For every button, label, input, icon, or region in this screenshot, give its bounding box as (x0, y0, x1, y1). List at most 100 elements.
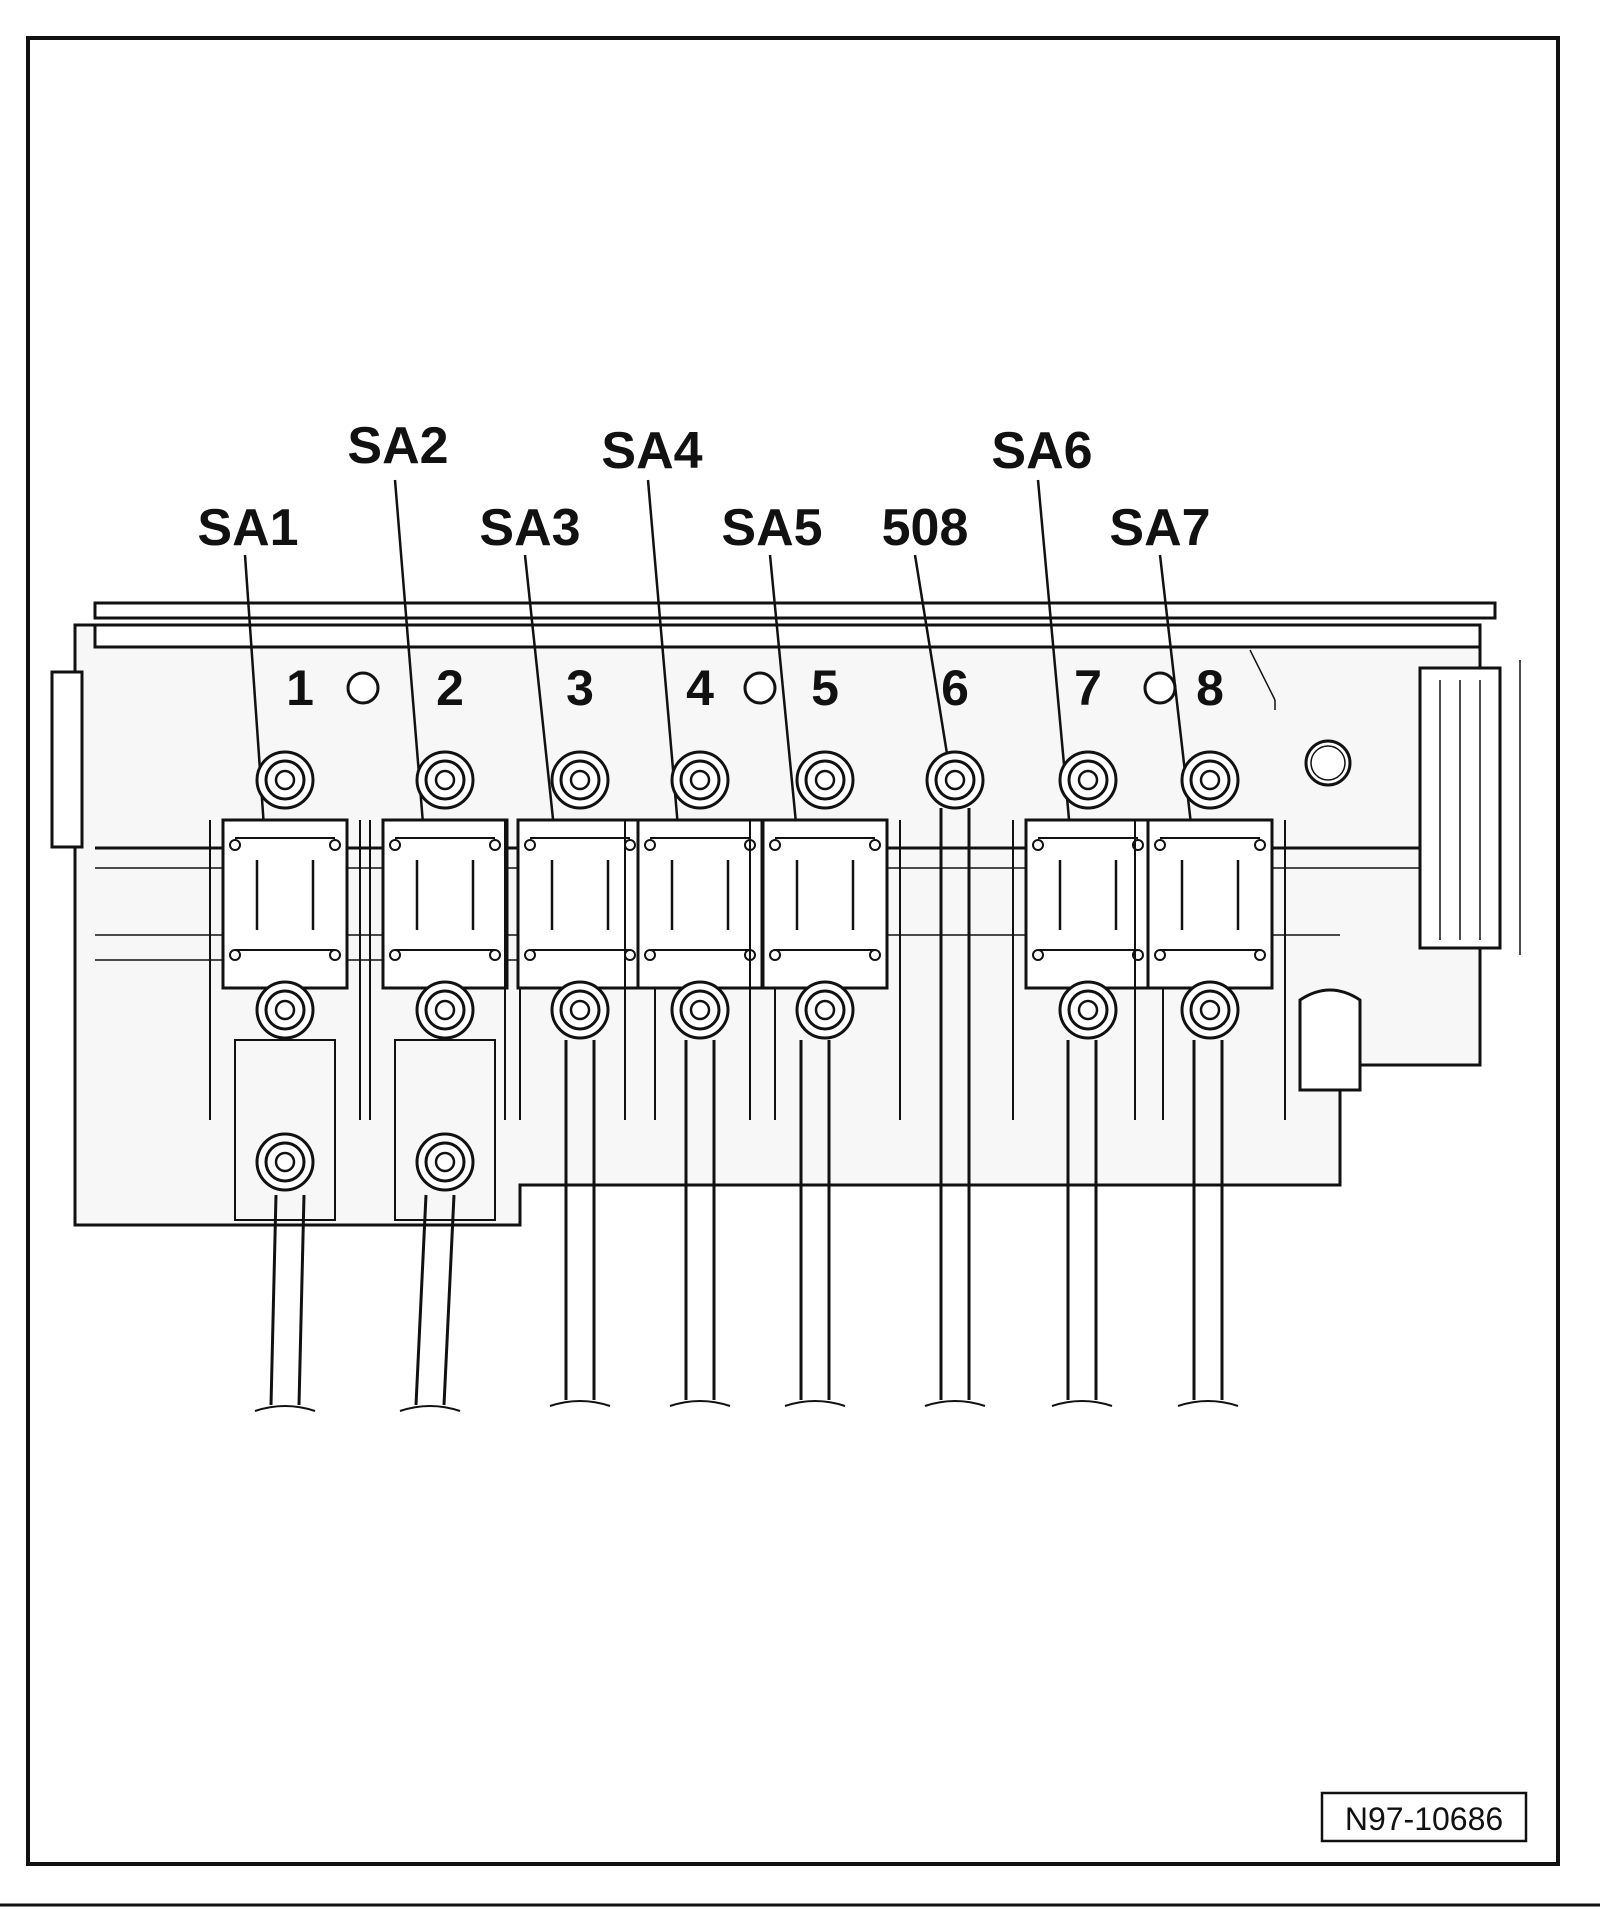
fuse-strip-1 (221, 818, 349, 990)
rivet-icon (229, 839, 241, 851)
callout-label-sa3: SA3 (479, 499, 580, 557)
fuse-link-1 (255, 860, 315, 930)
screw-icon (346, 671, 380, 705)
terminal-bottom-3-icon-ring (559, 989, 601, 1031)
callout-label-sa4: SA4 (601, 422, 702, 480)
terminal-top-4-icon-hole (689, 769, 711, 791)
callout-label-sa7: SA7 (1109, 499, 1210, 557)
callout-label-sa2: SA2 (347, 417, 448, 475)
terminal-bottom-1-icon-ring (264, 989, 306, 1031)
terminal-bottom-4-icon-hole (689, 999, 711, 1021)
fuse-strip-2 (381, 818, 509, 990)
screw-icon (743, 671, 777, 705)
rivet-icon (769, 949, 781, 961)
fuse-strips (209, 750, 1286, 1412)
terminal-bottom-4-icon-ring (679, 989, 721, 1031)
terminal-bottom-7-icon-hole (1077, 999, 1099, 1021)
cable-2-edge (442, 1194, 456, 1406)
rivet-icon (644, 839, 656, 851)
terminal-bottom-2-icon-ring (424, 989, 466, 1031)
fuse-link-4 (670, 860, 730, 930)
slot-number-7: 7 (1074, 660, 1102, 716)
terminal-top-7-icon-ring (1067, 759, 1109, 801)
fuse-link-5 (795, 860, 855, 930)
cable-3-cut (549, 1400, 611, 1407)
rivet-icon (1032, 839, 1044, 851)
terminal-top-7-icon-hole (1077, 769, 1099, 791)
terminal-bottom-8-icon-ring (1189, 989, 1231, 1031)
terminal-top-8-icon-ring (1189, 759, 1231, 801)
fuse-link-3 (550, 860, 610, 930)
terminal-bottom-5-icon-hole (814, 999, 836, 1021)
cable-5-cut (784, 1400, 846, 1407)
rivet-icon (1032, 949, 1044, 961)
cable-1-edge (297, 1194, 306, 1406)
terminal-lower-1-icon-hole (274, 1151, 296, 1173)
terminal-top-2-icon-ring (424, 759, 466, 801)
slot-number-1: 1 (286, 660, 314, 716)
cable-7-cut (1051, 1400, 1113, 1407)
terminal-lower-1-icon-ring (264, 1141, 306, 1183)
terminal-top-5-icon-hole (814, 769, 836, 791)
terminal-bottom-5-icon-ring (804, 989, 846, 1031)
terminal-top-5-icon-ring (804, 759, 846, 801)
callout-labels: SA1 SA2 SA3 SA4 SA5 508 SA6 SA7 (197, 417, 1210, 557)
rivet-icon (489, 949, 501, 961)
cable-8-cut (1177, 1400, 1239, 1407)
cable-4-cut (669, 1400, 731, 1407)
screw-icon (1143, 671, 1177, 705)
rivet-icon (229, 949, 241, 961)
cable-1 (269, 1194, 278, 1406)
terminal-bottom-1-icon-hole (274, 999, 296, 1021)
slot-number-2: 2 (436, 660, 464, 716)
terminal-lower-2-icon-ring (424, 1141, 466, 1183)
figure-id-box (1320, 1791, 1528, 1843)
rivet-icon (389, 949, 401, 961)
terminal-top-6-icon-ring (934, 759, 976, 801)
rivet-icon (329, 839, 341, 851)
terminal-top-3-icon-ring (559, 759, 601, 801)
slot-numbers: 1 2 3 4 5 6 7 8 (286, 660, 1224, 716)
terminal-top-6-icon-hole (944, 769, 966, 791)
rivet-icon (329, 949, 341, 961)
terminal-lower-2-icon-hole (434, 1151, 456, 1173)
cable-6-cut (924, 1400, 986, 1407)
rivet-icon (1154, 839, 1166, 851)
slot-number-8: 8 (1196, 660, 1224, 716)
callout-label-508: 508 (882, 499, 969, 557)
rivet-icon (489, 839, 501, 851)
rivet-icon (624, 949, 636, 961)
terminal-bottom-7-icon-ring (1067, 989, 1109, 1031)
rivet-icon (524, 839, 536, 851)
terminal-top-1-icon-hole (274, 769, 296, 791)
terminal-top-8-icon-hole (1199, 769, 1221, 791)
terminal-bottom-8-icon-hole (1199, 999, 1221, 1021)
rivet-icon (769, 839, 781, 851)
callout-label-sa1: SA1 (197, 499, 298, 557)
rivet-icon (644, 949, 656, 961)
cable-2-cut (399, 1405, 461, 1412)
callout-label-sa5: SA5 (721, 499, 822, 557)
rivet-icon (1254, 949, 1266, 961)
slot-number-6: 6 (941, 660, 969, 716)
fuse-link-8 (1180, 860, 1240, 930)
cable-2 (414, 1194, 428, 1406)
rivet-icon (869, 949, 881, 961)
terminal-top-4-icon-ring (679, 759, 721, 801)
rivet-icon (389, 839, 401, 851)
terminal-top-3-icon-hole (569, 769, 591, 791)
fuse-strip-4 (636, 818, 764, 990)
callout-label-sa6: SA6 (991, 422, 1092, 480)
fuse-strip-3 (516, 818, 644, 990)
terminal-bottom-3-icon-hole (569, 999, 591, 1021)
slot-number-4: 4 (686, 660, 714, 716)
fuse-strip-7 (1024, 818, 1152, 990)
terminal-top-2-icon-hole (434, 769, 456, 791)
terminal-top-1-icon-ring (264, 759, 306, 801)
fuse-strip-1-lower-plate (234, 1039, 336, 1221)
fuse-strip-8 (1146, 818, 1274, 990)
fuse-link-7 (1058, 860, 1118, 930)
figure-id: N97-10686 (1345, 1801, 1503, 1837)
rivet-icon (1254, 839, 1266, 851)
slot-number-5: 5 (811, 660, 839, 716)
